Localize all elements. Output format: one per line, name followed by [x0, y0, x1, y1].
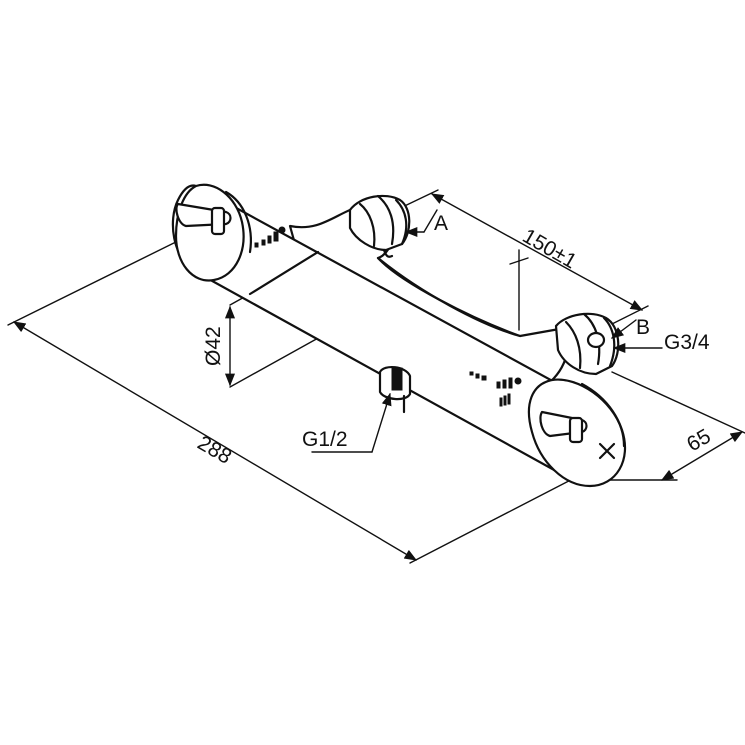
- callout-a-label: A: [434, 212, 448, 235]
- spacing-dimension-label: 150±1: [519, 224, 581, 273]
- length-extension-right: [409, 469, 591, 564]
- right-end-cap-ring: [580, 382, 626, 448]
- callout-outlet-thread-leader: [371, 392, 392, 453]
- callout-a-leader: [423, 209, 438, 233]
- diameter-extension-bottom: [229, 336, 321, 388]
- right-handle-grip: [568, 416, 584, 444]
- left-end-cap: [174, 183, 245, 282]
- inlet-nut-a-facet-2: [376, 194, 395, 246]
- left-handle-grip: [210, 206, 226, 236]
- diameter-dimension-label: Ø42: [202, 326, 225, 366]
- callout-outlet-thread: G1/2: [302, 392, 392, 453]
- inlet-thread-label: G3/4: [664, 331, 710, 354]
- flow-scale-markings: [469, 371, 522, 407]
- inlet-nut-a-facet-1: [358, 202, 376, 248]
- depth-dimension-line: [660, 431, 744, 481]
- depth-extension-top: [611, 371, 745, 434]
- length-dimension-label: 288: [194, 431, 236, 468]
- callout-b-label: B: [636, 316, 650, 339]
- callout-inlet-thread: G3/4: [612, 331, 710, 354]
- mixer-main-body: [171, 183, 627, 488]
- spacing-dimension-line: [430, 193, 644, 311]
- inlet-nut-a-facet-3: [394, 198, 408, 246]
- outlet-thread: [391, 367, 403, 391]
- length-dimension-line: [12, 321, 418, 561]
- center-lines: [509, 249, 529, 331]
- inlet-connector-a: [348, 194, 411, 258]
- outlet-thread-label: G1/2: [302, 428, 348, 451]
- depth-dimension: 65: [583, 371, 745, 481]
- callout-b: B: [610, 316, 650, 339]
- cap-center-cross-b: [598, 442, 616, 460]
- callout-a: A: [404, 209, 448, 238]
- left-end-cap-ring: [224, 190, 252, 254]
- inlet-nut-a-stem: [382, 248, 394, 258]
- outlet-connector: [378, 366, 412, 414]
- callout-b-leader: [610, 319, 637, 339]
- inlet-connector-b: [554, 312, 620, 376]
- inlet-nut-b-facet-1: [564, 320, 582, 370]
- temperature-scale-markings: [254, 226, 286, 248]
- bridge-edge: [376, 256, 522, 338]
- main-body-seam: [248, 250, 320, 296]
- length-extension-left: [7, 235, 189, 326]
- inlet-nut-b-hole: [586, 331, 606, 349]
